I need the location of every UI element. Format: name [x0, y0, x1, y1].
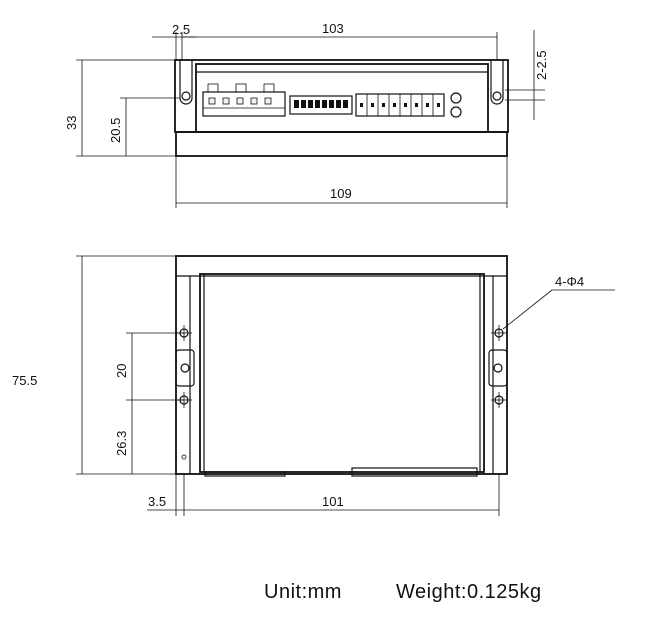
dim-top-width: 103 [182, 21, 498, 60]
dim-hole-offset-label: 26.3 [114, 431, 129, 456]
plan-body [199, 273, 485, 473]
plan-view: 4-Φ4 75.5 20 26.3 3.5 [12, 255, 615, 516]
dim-total-height-label: 75.5 [12, 373, 37, 388]
left-slot-hole [181, 91, 191, 101]
dim-side-offset: 2-2.5 [505, 30, 549, 120]
dim-inner-height: 20.5 [108, 97, 180, 156]
weight-label: Weight:0.125kg [396, 581, 542, 603]
dim-bottom-width-label: 109 [330, 186, 352, 201]
dim-plan-edge-offset: 3.5 [147, 474, 185, 516]
dim-inner-height-label: 20.5 [108, 118, 123, 143]
hole-note-label: 4-Φ4 [555, 274, 584, 289]
right-slot [490, 60, 504, 105]
left-slot [179, 60, 193, 105]
hole-note: 4-Φ4 [502, 274, 615, 330]
dim-hole-spacing: 20 [114, 332, 184, 401]
plan-foot [204, 471, 286, 477]
power-terminal-block [202, 83, 286, 117]
unit-label: Unit:mm [264, 581, 342, 603]
right-slot-hole [492, 91, 502, 101]
dim-bottom-width: 109 [175, 156, 508, 208]
dim-top-width-label: 103 [322, 21, 344, 36]
dim-hole-offset: 26.3 [114, 400, 133, 474]
top-view: 2.5 103 2-2.5 33 20.5 [64, 21, 549, 208]
dim-side-offset-label: 2-2.5 [534, 50, 549, 80]
led-indicator [450, 92, 462, 104]
housing-body [175, 131, 508, 157]
left-mount-holes [175, 325, 195, 460]
right-mount-holes [488, 325, 508, 408]
plan-foot [351, 467, 478, 477]
dim-edge-offset-label: 2.5 [172, 22, 190, 37]
plan-heatsink-outline [175, 255, 508, 475]
dip-switch [289, 95, 353, 115]
dim-total-height: 75.5 [12, 255, 176, 475]
dim-edge-offset: 2.5 [152, 22, 196, 60]
dim-plan-width-label: 101 [322, 494, 344, 509]
led-indicator [450, 106, 462, 118]
dim-plan-edge-offset-label: 3.5 [148, 494, 166, 509]
dim-hole-spacing-label: 20 [114, 364, 129, 378]
dim-plan-width: 101 [184, 474, 500, 516]
dim-height: 33 [64, 59, 175, 157]
footer: Unit:mm Weight:0.125kg [264, 581, 542, 603]
signal-terminal-block [355, 93, 445, 117]
dim-height-label: 33 [64, 116, 79, 130]
